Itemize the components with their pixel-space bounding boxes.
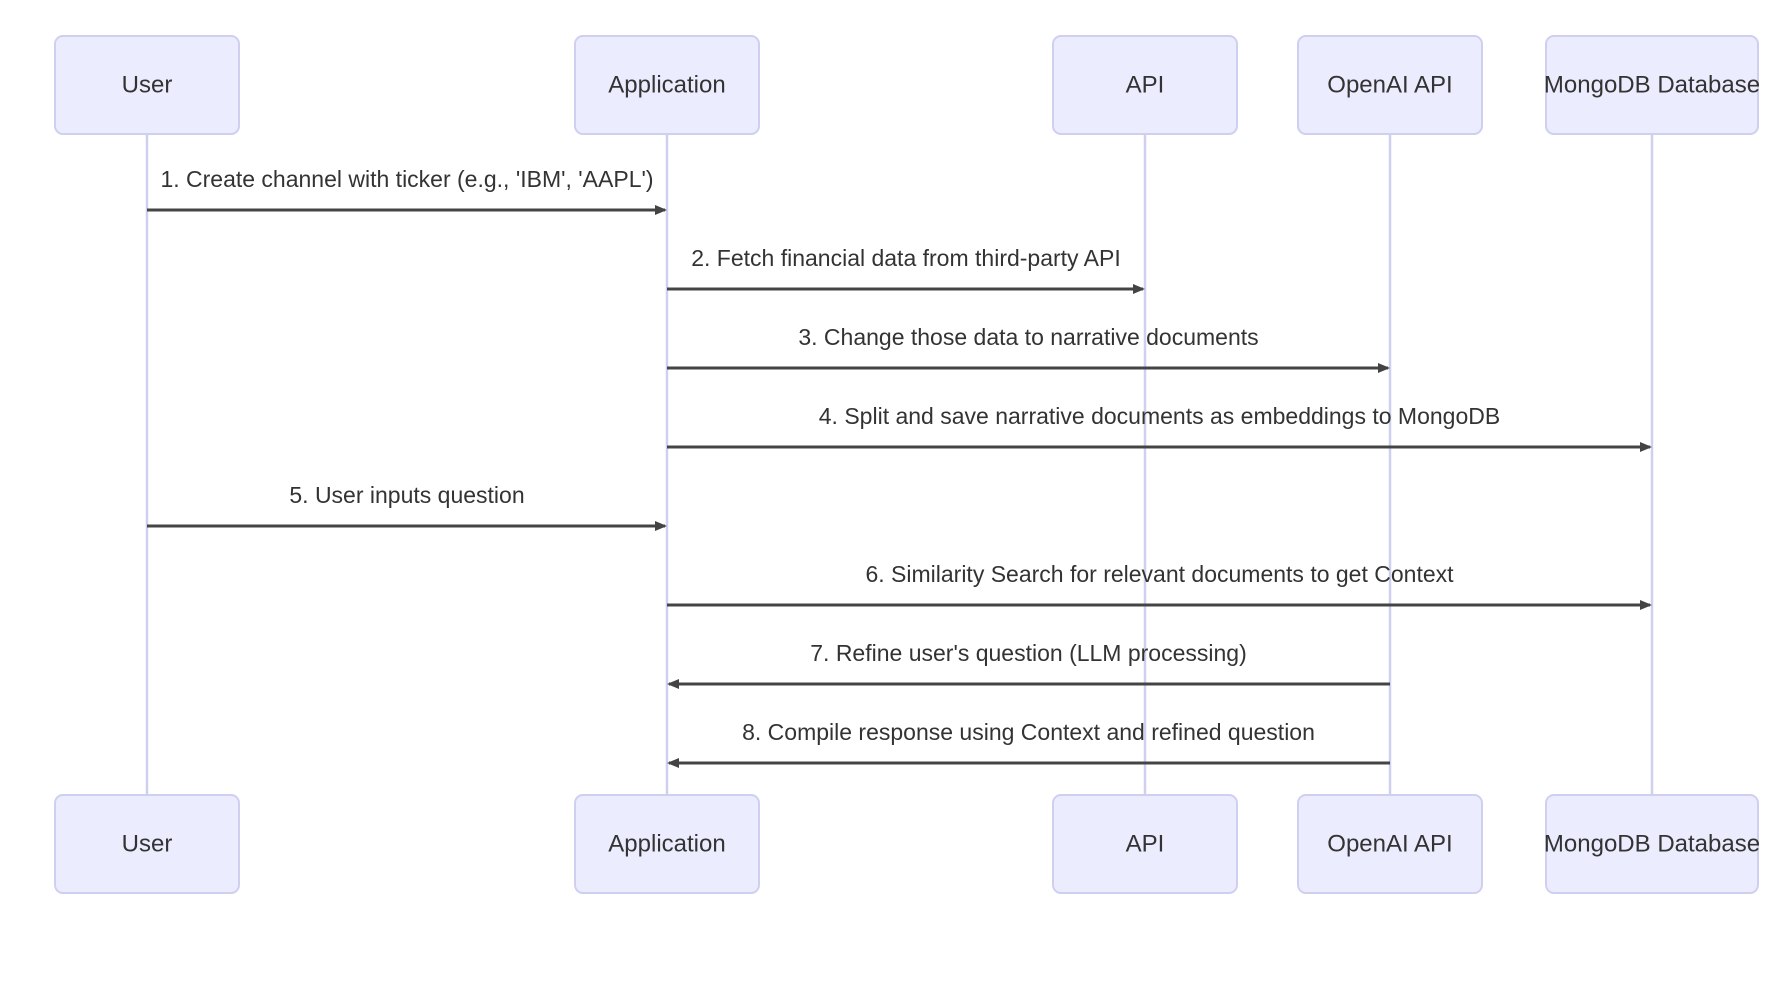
messages-layer: 1. Create channel with ticker (e.g., 'IB… [147, 166, 1652, 768]
actor-api-bottom[interactable]: API [1052, 794, 1238, 894]
actor-app-top[interactable]: Application [574, 35, 760, 135]
actor-box-mongodb-bottom[interactable] [1545, 794, 1759, 894]
actor-label-mongodb-bottom: MongoDB Database [1544, 830, 1760, 857]
actor-box-user-bottom[interactable] [54, 794, 240, 894]
message-label-8: 8. Compile response using Context and re… [742, 719, 1315, 745]
actor-label-app-bottom: Application [608, 830, 725, 857]
message-2[interactable]: 2. Fetch financial data from third-party… [667, 245, 1145, 294]
message-6[interactable]: 6. Similarity Search for relevant docume… [667, 561, 1652, 610]
actor-box-openai-top[interactable] [1297, 35, 1483, 135]
message-5[interactable]: 5. User inputs question [147, 482, 667, 531]
lifelines-layer [145, 134, 1654, 795]
actor-box-user-top[interactable] [54, 35, 240, 135]
message-1[interactable]: 1. Create channel with ticker (e.g., 'IB… [147, 166, 667, 215]
message-7[interactable]: 7. Refine user's question (LLM processin… [667, 640, 1390, 689]
message-label-3: 3. Change those data to narrative docume… [798, 324, 1258, 350]
message-label-4: 4. Split and save narrative documents as… [819, 403, 1500, 429]
actor-api-top[interactable]: API [1052, 35, 1238, 135]
actor-label-user-bottom: User [122, 830, 173, 857]
actor-mongodb-bottom[interactable]: MongoDB Database [1544, 794, 1760, 894]
actor-openai-bottom[interactable]: OpenAI API [1297, 794, 1483, 894]
actor-label-openai-bottom: OpenAI API [1327, 830, 1452, 857]
actors-top-layer: User Application API OpenAI API MongoDB Data… [54, 35, 1760, 135]
actor-box-app-bottom[interactable] [574, 794, 760, 894]
actor-box-api-top[interactable] [1052, 35, 1238, 135]
message-label-6: 6. Similarity Search for relevant docume… [865, 561, 1454, 587]
actor-label-mongodb-top: MongoDB Database [1544, 71, 1760, 98]
message-label-5: 5. User inputs question [289, 482, 524, 508]
actor-box-mongodb-top[interactable] [1545, 35, 1759, 135]
actor-box-openai-bottom[interactable] [1297, 794, 1483, 894]
actor-box-api-bottom[interactable] [1052, 794, 1238, 894]
actor-label-api-bottom: API [1126, 830, 1165, 857]
message-3[interactable]: 3. Change those data to narrative docume… [667, 324, 1390, 373]
actor-openai-top[interactable]: OpenAI API [1297, 35, 1483, 135]
actor-app-bottom[interactable]: Application [574, 794, 760, 894]
actor-user-top[interactable]: User [54, 35, 240, 135]
message-8[interactable]: 8. Compile response using Context and re… [667, 719, 1390, 768]
message-4[interactable]: 4. Split and save narrative documents as… [667, 403, 1652, 452]
actor-label-user-top: User [122, 71, 173, 98]
message-label-2: 2. Fetch financial data from third-party… [691, 245, 1121, 271]
actors-bottom-layer: User Application API OpenAI API MongoDB Data… [54, 794, 1760, 894]
actor-label-openai-top: OpenAI API [1327, 71, 1452, 98]
actor-user-bottom[interactable]: User [54, 794, 240, 894]
actor-mongodb-top[interactable]: MongoDB Database [1544, 35, 1760, 135]
actor-box-app-top[interactable] [574, 35, 760, 135]
actor-label-api-top: API [1126, 71, 1165, 98]
actor-label-app-top: Application [608, 71, 725, 98]
message-label-7: 7. Refine user's question (LLM processin… [810, 640, 1247, 666]
message-label-1: 1. Create channel with ticker (e.g., 'IB… [160, 166, 653, 192]
